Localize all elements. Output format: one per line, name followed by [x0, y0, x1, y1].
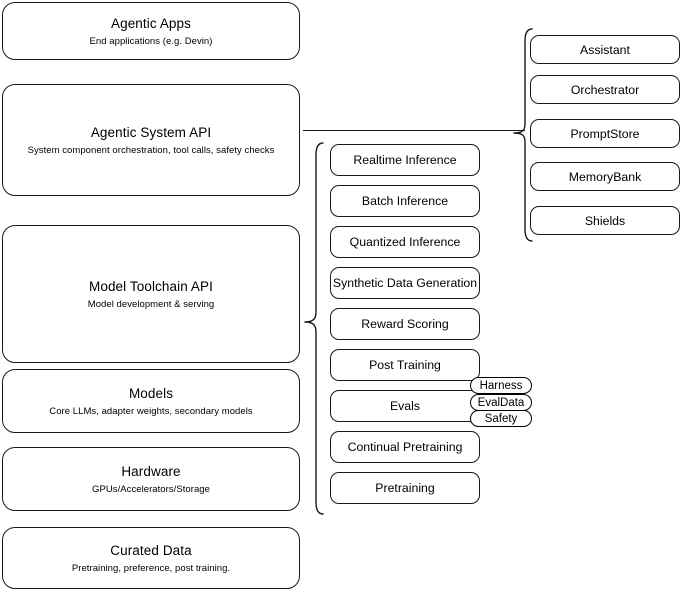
system-component-label: MemoryBank — [568, 169, 642, 184]
toolchain-item-label: Post Training — [369, 358, 441, 372]
evals-badge-harness[interactable]: Harness — [470, 377, 532, 394]
layer-title: Hardware — [121, 463, 181, 479]
layer-box-hardware[interactable]: Hardware GPUs/Accelerators/Storage — [2, 447, 300, 511]
toolchain-item-post-training[interactable]: Post Training — [330, 349, 480, 381]
brace-model-toolchain — [303, 140, 325, 520]
system-component-shields[interactable]: Shields — [530, 206, 680, 235]
layer-title: Agentic System API — [90, 124, 212, 140]
layer-box-agentic-system-api[interactable]: Agentic System API System component orch… — [2, 84, 300, 196]
layer-box-curated-data[interactable]: Curated Data Pretraining, preference, po… — [2, 527, 300, 589]
system-component-label: Orchestrator — [570, 82, 640, 97]
evals-badge-label: Harness — [479, 379, 523, 392]
toolchain-item-evals[interactable]: Evals — [330, 390, 480, 422]
layer-subtitle: Core LLMs, adapter weights, secondary mo… — [49, 405, 253, 417]
layer-title: Curated Data — [110, 542, 192, 558]
toolchain-item-label: Reward Scoring — [361, 317, 449, 331]
system-component-memorybank[interactable]: MemoryBank — [530, 162, 680, 191]
evals-badge-evaldata[interactable]: EvalData — [470, 394, 532, 411]
layer-subtitle: Pretraining, preference, post training. — [71, 562, 231, 574]
layer-subtitle: GPUs/Accelerators/Storage — [92, 483, 210, 495]
evals-badge-label: EvalData — [477, 396, 525, 409]
toolchain-item-continual-pretraining[interactable]: Continual Pretraining — [330, 431, 480, 463]
layer-box-models[interactable]: Models Core LLMs, adapter weights, secon… — [2, 369, 300, 433]
layer-subtitle: System component orchestration, tool cal… — [27, 144, 275, 156]
layer-box-model-toolchain-api[interactable]: Model Toolchain API Model development & … — [2, 225, 300, 363]
layer-title: Model Toolchain API — [89, 278, 213, 294]
toolchain-item-label: Synthetic Data Generation — [332, 276, 478, 290]
layer-title: Models — [128, 385, 174, 401]
toolchain-item-quantized-inference[interactable]: Quantized Inference — [330, 226, 480, 258]
toolchain-item-label: Pretraining — [375, 481, 435, 495]
layer-subtitle: Model development & serving — [87, 298, 215, 310]
toolchain-item-realtime-inference[interactable]: Realtime Inference — [330, 144, 480, 176]
toolchain-item-reward-scoring[interactable]: Reward Scoring — [330, 308, 480, 340]
system-component-assistant[interactable]: Assistant — [530, 35, 680, 64]
toolchain-item-label: Continual Pretraining — [347, 440, 463, 454]
toolchain-item-label: Quantized Inference — [349, 235, 461, 249]
toolchain-item-label: Evals — [389, 399, 421, 413]
evals-badge-safety[interactable]: Safety — [470, 410, 532, 427]
toolchain-item-label: Realtime Inference — [353, 153, 457, 167]
layer-box-agentic-apps[interactable]: Agentic Apps End applications (e.g. Devi… — [2, 2, 300, 60]
layer-title: Agentic Apps — [110, 15, 191, 31]
system-component-label: Shields — [584, 213, 626, 228]
layer-subtitle: End applications (e.g. Devin) — [89, 35, 213, 47]
toolchain-item-label: Batch Inference — [361, 194, 449, 208]
toolchain-item-batch-inference[interactable]: Batch Inference — [330, 185, 480, 217]
connector-line-system-api-to-components — [303, 130, 525, 132]
evals-badge-label: Safety — [484, 412, 518, 425]
toolchain-item-synthetic-data-generation[interactable]: Synthetic Data Generation — [330, 267, 480, 299]
system-component-orchestrator[interactable]: Orchestrator — [530, 75, 680, 104]
system-component-label: PromptStore — [570, 126, 640, 141]
toolchain-item-pretraining[interactable]: Pretraining — [330, 472, 480, 504]
system-component-promptstore[interactable]: PromptStore — [530, 119, 680, 148]
system-component-label: Assistant — [580, 42, 630, 57]
